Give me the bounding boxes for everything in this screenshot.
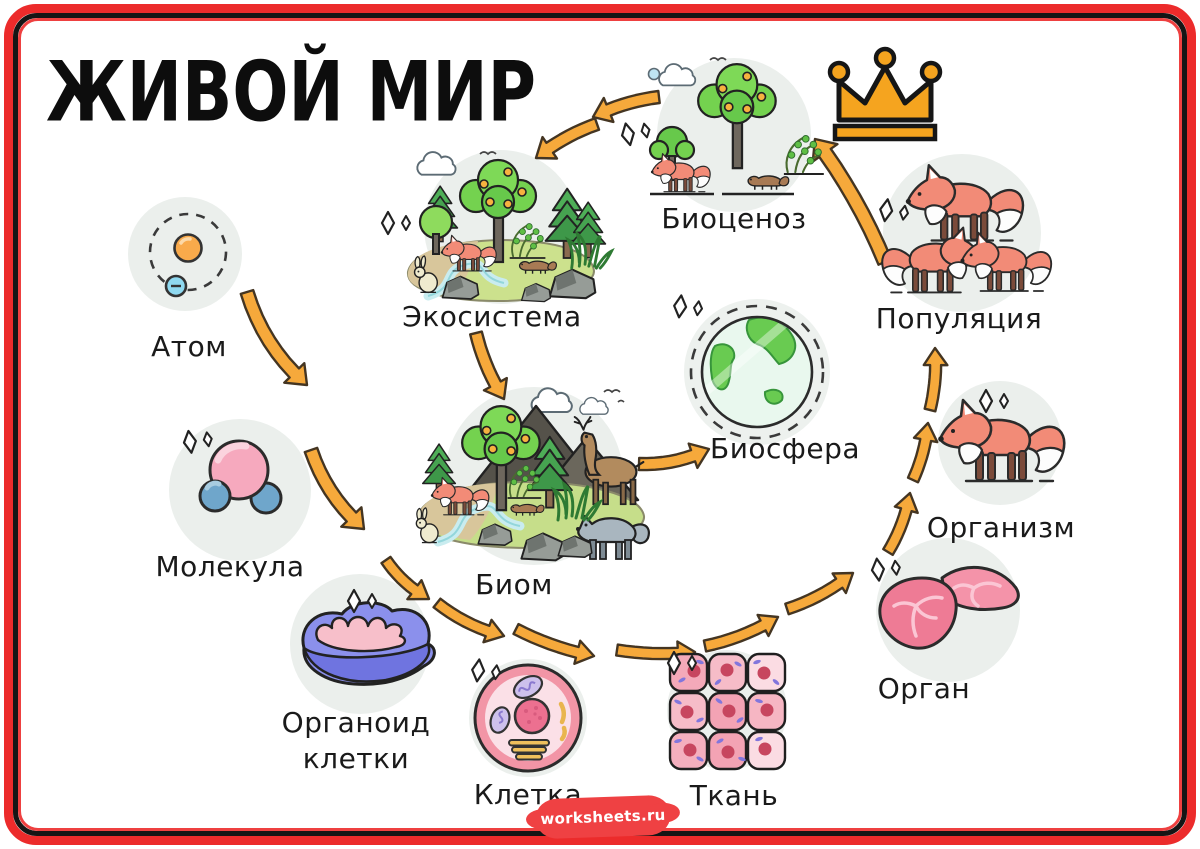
- sparkle-icon: [671, 293, 705, 321]
- sparkle-icon: [346, 588, 378, 614]
- ecosystem-landscape-icon: [406, 151, 614, 303]
- label-atom: Атом: [151, 330, 227, 363]
- arrow-atom-to-molecule: [239, 288, 309, 387]
- three-foxes-icon: [881, 163, 1053, 294]
- watermark-badge: worksheets.ru: [535, 794, 671, 840]
- cell-icon: [473, 663, 583, 773]
- label-organism: Организм: [926, 511, 1076, 544]
- label-biosphere: Биосфера: [709, 432, 861, 465]
- label-molecule: Молекула: [155, 550, 305, 583]
- arrow-molecule-to-organelle: [303, 446, 366, 531]
- sparkle-icon: [181, 426, 215, 455]
- sparkle-icon: [380, 210, 412, 236]
- label-biocenosis: Биоценоз: [661, 202, 807, 235]
- label-tissue: Ткань: [689, 779, 779, 812]
- page-title: ЖИВОЙ МИР: [46, 44, 536, 141]
- label-biome: Биом: [475, 568, 553, 601]
- label-ecosystem: Экосистема: [402, 300, 582, 333]
- liver-icon: [878, 565, 1020, 650]
- arrow-tissue-to-organ: [784, 571, 855, 616]
- sparkle-icon: [666, 650, 698, 676]
- label-organelle-line2: клетки: [302, 742, 410, 775]
- atom-icon: [148, 212, 228, 298]
- sparkle-icon: [869, 555, 903, 583]
- label-organ: Орган: [877, 672, 971, 705]
- sparkle-icon: [469, 657, 503, 685]
- arrow-organelle-to-cell: [432, 597, 506, 644]
- sparkle-icon: [978, 388, 1010, 414]
- sparkle-icon: [618, 117, 653, 148]
- biome-landscape-icon: [415, 387, 650, 562]
- mitochondria-icon: [301, 601, 436, 686]
- label-population: Популяция: [875, 302, 1043, 335]
- sparkle-icon: [877, 197, 911, 226]
- earth-globe-icon: [684, 299, 830, 445]
- crown-icon: [827, 46, 943, 142]
- label-organelle-line1: Органоид: [281, 706, 431, 739]
- forest-community-icon: [647, 57, 825, 196]
- molecule-icon: [198, 439, 283, 515]
- watermark-text: worksheets.ru: [540, 805, 666, 829]
